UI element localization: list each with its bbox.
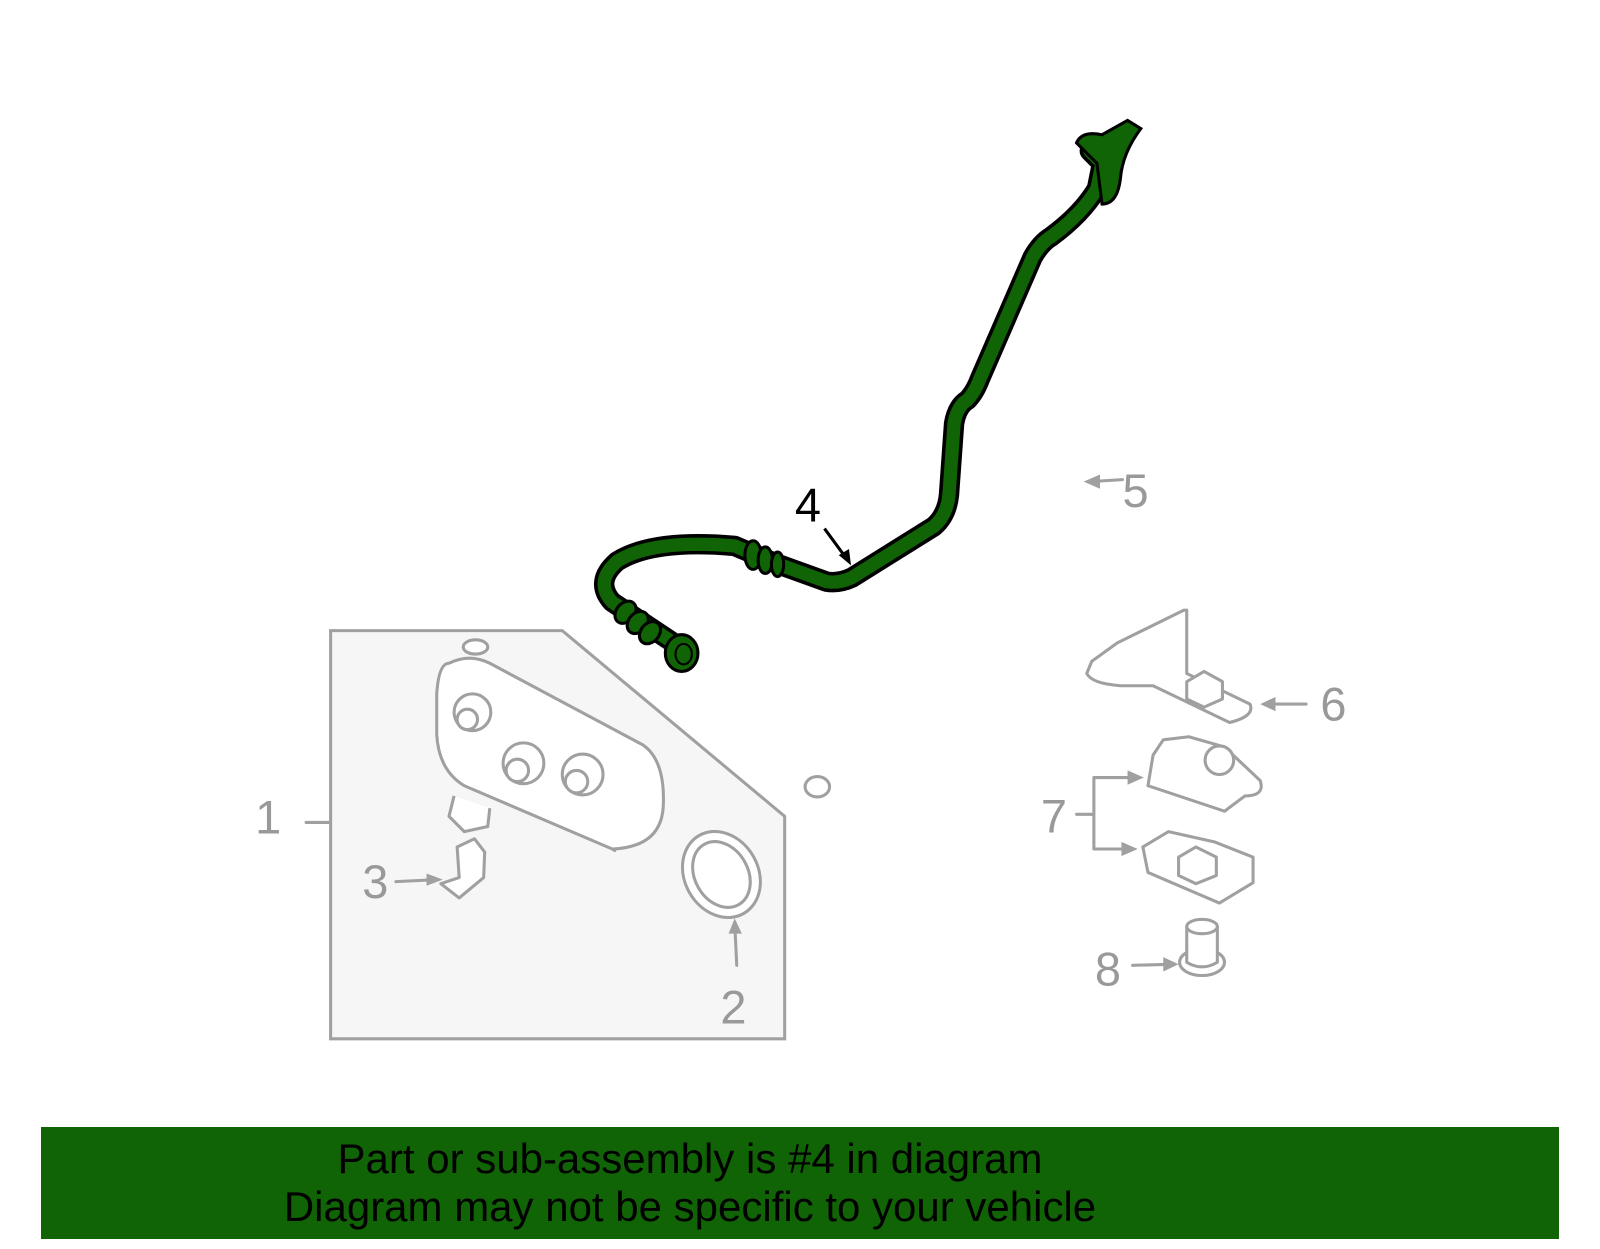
callout-2: 2 [720,981,746,1033]
part-6-bracket[interactable] [1085,608,1308,724]
callout-4: 4 [795,479,821,531]
part-7-clip-nuts[interactable] [1075,735,1263,905]
callout-3: 3 [362,856,388,908]
part-5-cooler-line[interactable] [721,262,1189,799]
callout-8: 8 [1095,944,1121,996]
part-1-oil-cooler-group[interactable] [329,629,787,1041]
info-banner: Part or sub-assembly is #4 in diagram Di… [41,1127,1559,1239]
callout-6: 6 [1320,678,1346,730]
banner-line-2: Diagram may not be specific to your vehi… [283,1183,1097,1230]
callout-1: 1 [255,792,281,844]
banner-line-1: Part or sub-assembly is #4 in diagram [337,1135,1043,1182]
part-8-stud[interactable] [1131,917,1227,978]
callout-7: 7 [1041,791,1067,843]
part-2-gasket[interactable] [667,817,776,967]
cooler-fittings [452,692,605,797]
part-3-clip[interactable] [394,795,492,900]
part-4-oil-cooler-hose[interactable] [594,118,1144,673]
callout-5: 5 [1122,465,1148,517]
hose-ribs [613,539,786,646]
